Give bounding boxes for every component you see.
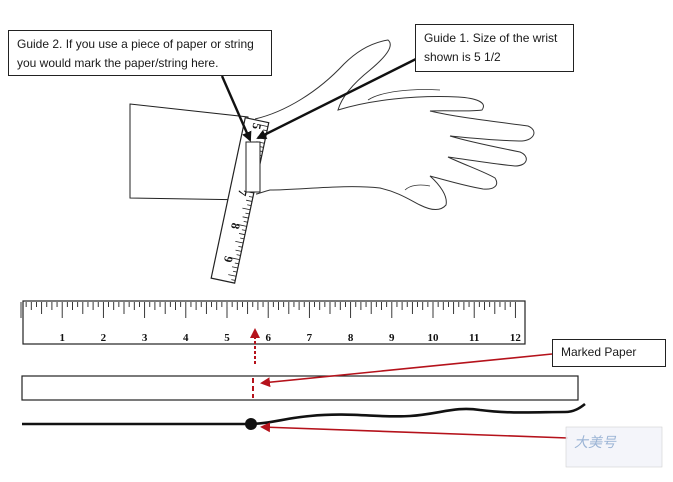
tape-tick — [240, 237, 245, 240]
tape-number: 7 — [235, 188, 250, 197]
tape-tick — [246, 199, 253, 202]
ruler-number: 3 — [142, 332, 148, 344]
tape-tick — [242, 207, 251, 211]
string-mark-dot — [245, 418, 257, 430]
tape-tick — [248, 196, 253, 198]
tape-tick — [241, 229, 246, 231]
ruler-number: 4 — [183, 332, 189, 344]
tape-tick — [243, 221, 248, 223]
ruler-number: 1 — [59, 332, 65, 344]
tape-tick — [232, 270, 238, 273]
tape-tick — [238, 233, 246, 236]
string-arrow — [260, 422, 569, 439]
guide2-text-line2: you would mark the paper/string here. — [17, 56, 219, 70]
tape-tick — [242, 216, 249, 219]
ruler-number: 6 — [265, 332, 271, 344]
tape-number: 5 — [249, 122, 264, 131]
ruler-number: 11 — [469, 332, 479, 344]
guide1-callout: Guide 1. Size of the wrist shown is 5 1/… — [415, 24, 574, 72]
tape-tick — [236, 254, 241, 256]
tape-tick — [231, 279, 236, 281]
guide2-callout: Guide 2. If you use a piece of paper or … — [8, 30, 272, 76]
ruler-body — [22, 300, 526, 345]
tape-tick — [238, 245, 243, 248]
knuckle-line — [404, 184, 431, 191]
ruler-number: 12 — [510, 332, 522, 344]
string-line — [22, 402, 586, 426]
tape-tick — [229, 257, 240, 261]
tape-tick — [236, 223, 247, 227]
guide2-arrow — [220, 75, 252, 142]
marked-paper-label: Marked Paper — [552, 339, 666, 367]
tape-tick — [247, 204, 252, 206]
guide1-text-line1: Guide 1. Size of the wrist — [424, 31, 558, 45]
watermark-text: 大美号 — [574, 435, 616, 451]
tape-tick — [234, 262, 239, 265]
tape-tick — [258, 124, 268, 128]
guide2-text-line1: Guide 2. If you use a piece of paper or … — [17, 37, 254, 51]
ruler-number: 5 — [224, 332, 230, 344]
tape-tick — [228, 274, 237, 277]
guide1-arrow — [256, 56, 419, 140]
tape-tick — [235, 249, 242, 252]
marked-paper-arrow — [260, 353, 553, 388]
ruler-number: 8 — [348, 332, 354, 344]
ruler-number: 7 — [307, 332, 313, 344]
guide1-text-line2: shown is 5 1/2 — [424, 50, 501, 64]
thumb-crease — [367, 89, 441, 101]
tape-number: 9 — [221, 255, 236, 264]
ruler-number: 9 — [389, 332, 395, 344]
tape-tick — [235, 240, 244, 244]
hand-outline — [254, 39, 535, 210]
ruler-number: 10 — [428, 332, 440, 344]
watermark-box — [565, 426, 663, 468]
ruler-number: 2 — [101, 332, 107, 344]
tape-wrap-back — [245, 141, 261, 193]
tape-tick — [231, 266, 238, 269]
tape-number: 8 — [228, 222, 243, 231]
tape-tick — [245, 212, 250, 215]
